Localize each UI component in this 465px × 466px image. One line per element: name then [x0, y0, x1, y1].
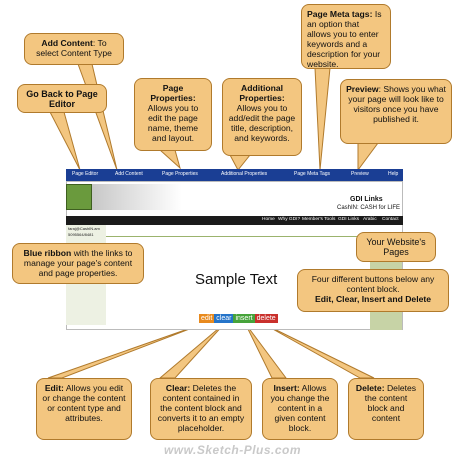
callout-blue-ribbon: Blue ribbon with the links to manage you…	[12, 243, 144, 284]
callout-meta-tags-title: Page Meta tags:	[307, 9, 373, 19]
callout-go-back: Go Back to Page Editor	[17, 84, 107, 113]
side-phone: 5095564/8481	[68, 232, 94, 237]
divider	[106, 236, 370, 237]
nav-home[interactable]: Home	[262, 217, 275, 222]
blue-ribbon: Page Editor Add Content Page Properties …	[66, 169, 403, 181]
callout-website-pages-text: Your Website's Pages	[366, 237, 426, 257]
ribbon-add-content[interactable]: Add Content	[115, 171, 143, 177]
footer-watermark: www.Sketch-Plus.com	[163, 443, 302, 457]
nav-arabic[interactable]: Arabic	[363, 217, 377, 222]
callout-preview: Preview: Shows you what your page will l…	[340, 79, 452, 144]
callout-additional-properties-title: Additional Properties:	[239, 83, 285, 103]
callout-additional-properties-text: Allows you to add/edit the page title, d…	[228, 103, 296, 143]
callout-insert-title: Insert:	[273, 383, 300, 393]
callout-edit: Edit: Allows you edit or change the cont…	[36, 378, 132, 440]
callout-blue-ribbon-text: with the links to manage your page's con…	[23, 248, 133, 278]
callout-delete-text: Deletes the content block and content	[364, 383, 417, 423]
content-block-buttons: edit clear insert delete	[199, 314, 278, 323]
ribbon-help[interactable]: Help	[388, 171, 399, 177]
callout-go-back-title: Go Back to Page Editor	[26, 89, 98, 109]
ribbon-page-meta-tags[interactable]: Page Meta Tags	[294, 171, 331, 177]
site-title: GDI Links	[350, 196, 383, 203]
nav-members-tools[interactable]: Member's Tools	[302, 217, 336, 222]
site-logo	[66, 184, 92, 210]
callout-page-properties-text: Allows you to edit the page name, theme …	[147, 103, 199, 143]
callout-clear-text: Deletes the content contained in the con…	[157, 383, 245, 433]
callout-preview-text: : Shows you what your page will look lik…	[348, 84, 446, 124]
callout-website-pages: Your Website's Pages	[356, 232, 436, 262]
callout-four-buttons-text: Four different buttons below any content…	[311, 274, 435, 294]
callout-delete-title: Delete:	[355, 383, 385, 393]
callout-meta-tags: Page Meta tags: Is an option that allows…	[301, 4, 391, 69]
callout-four-buttons: Four different buttons below any content…	[297, 269, 449, 312]
ribbon-page-editor[interactable]: Page Editor	[72, 171, 99, 177]
edit-button[interactable]: edit	[199, 314, 215, 323]
callout-page-properties-title: Page Properties:	[150, 83, 196, 103]
site-navbar: Home Why GDI? Member's Tools GDI Links A…	[66, 216, 403, 225]
callout-clear-title: Clear:	[165, 383, 191, 393]
site-subtitle: CashIN: CASH for LIFE	[337, 205, 401, 211]
clear-button[interactable]: clear	[214, 314, 234, 323]
nav-contact[interactable]: Contact	[382, 217, 399, 222]
callout-add-content: Add Content: To select Content Type	[24, 33, 124, 65]
callout-insert-text: Allows you change the content in a given…	[270, 383, 330, 433]
callout-preview-title: Preview	[346, 84, 379, 94]
callout-delete: Delete: Deletes the content block and co…	[348, 378, 424, 440]
callout-edit-title: Edit:	[44, 383, 64, 393]
callout-insert: Insert: Allows you change the content in…	[262, 378, 338, 440]
callout-additional-properties: Additional Properties: Allows you to add…	[222, 78, 302, 156]
ribbon-preview[interactable]: Preview	[351, 171, 369, 177]
banner-image	[92, 184, 182, 210]
callout-four-buttons-title: Edit, Clear, Insert and Delete	[314, 294, 432, 304]
callout-edit-text: Allows you edit or change the content or…	[42, 383, 126, 423]
callout-add-content-text: : To select Content Type	[36, 38, 112, 58]
callout-clear: Clear: Deletes the content contained in …	[150, 378, 252, 440]
sample-text: Sample Text	[195, 271, 278, 288]
callout-add-content-title: Add Content	[41, 38, 93, 48]
nav-gdi-links[interactable]: GDI Links	[338, 217, 360, 222]
insert-button[interactable]: insert	[233, 314, 255, 323]
callout-blue-ribbon-title: Blue ribbon	[23, 248, 72, 258]
callout-meta-tags-text: Is an option that allows you to enter ke…	[307, 9, 382, 69]
callout-page-properties: Page Properties: Allows you to edit the …	[134, 78, 212, 151]
nav-why-gdi[interactable]: Why GDI?	[278, 217, 301, 222]
ribbon-page-properties[interactable]: Page Properties	[162, 171, 198, 177]
ribbon-additional-properties[interactable]: Additional Properties	[221, 171, 268, 177]
side-email: faraj@CashIN.am	[68, 226, 100, 231]
delete-button[interactable]: delete	[254, 314, 278, 323]
